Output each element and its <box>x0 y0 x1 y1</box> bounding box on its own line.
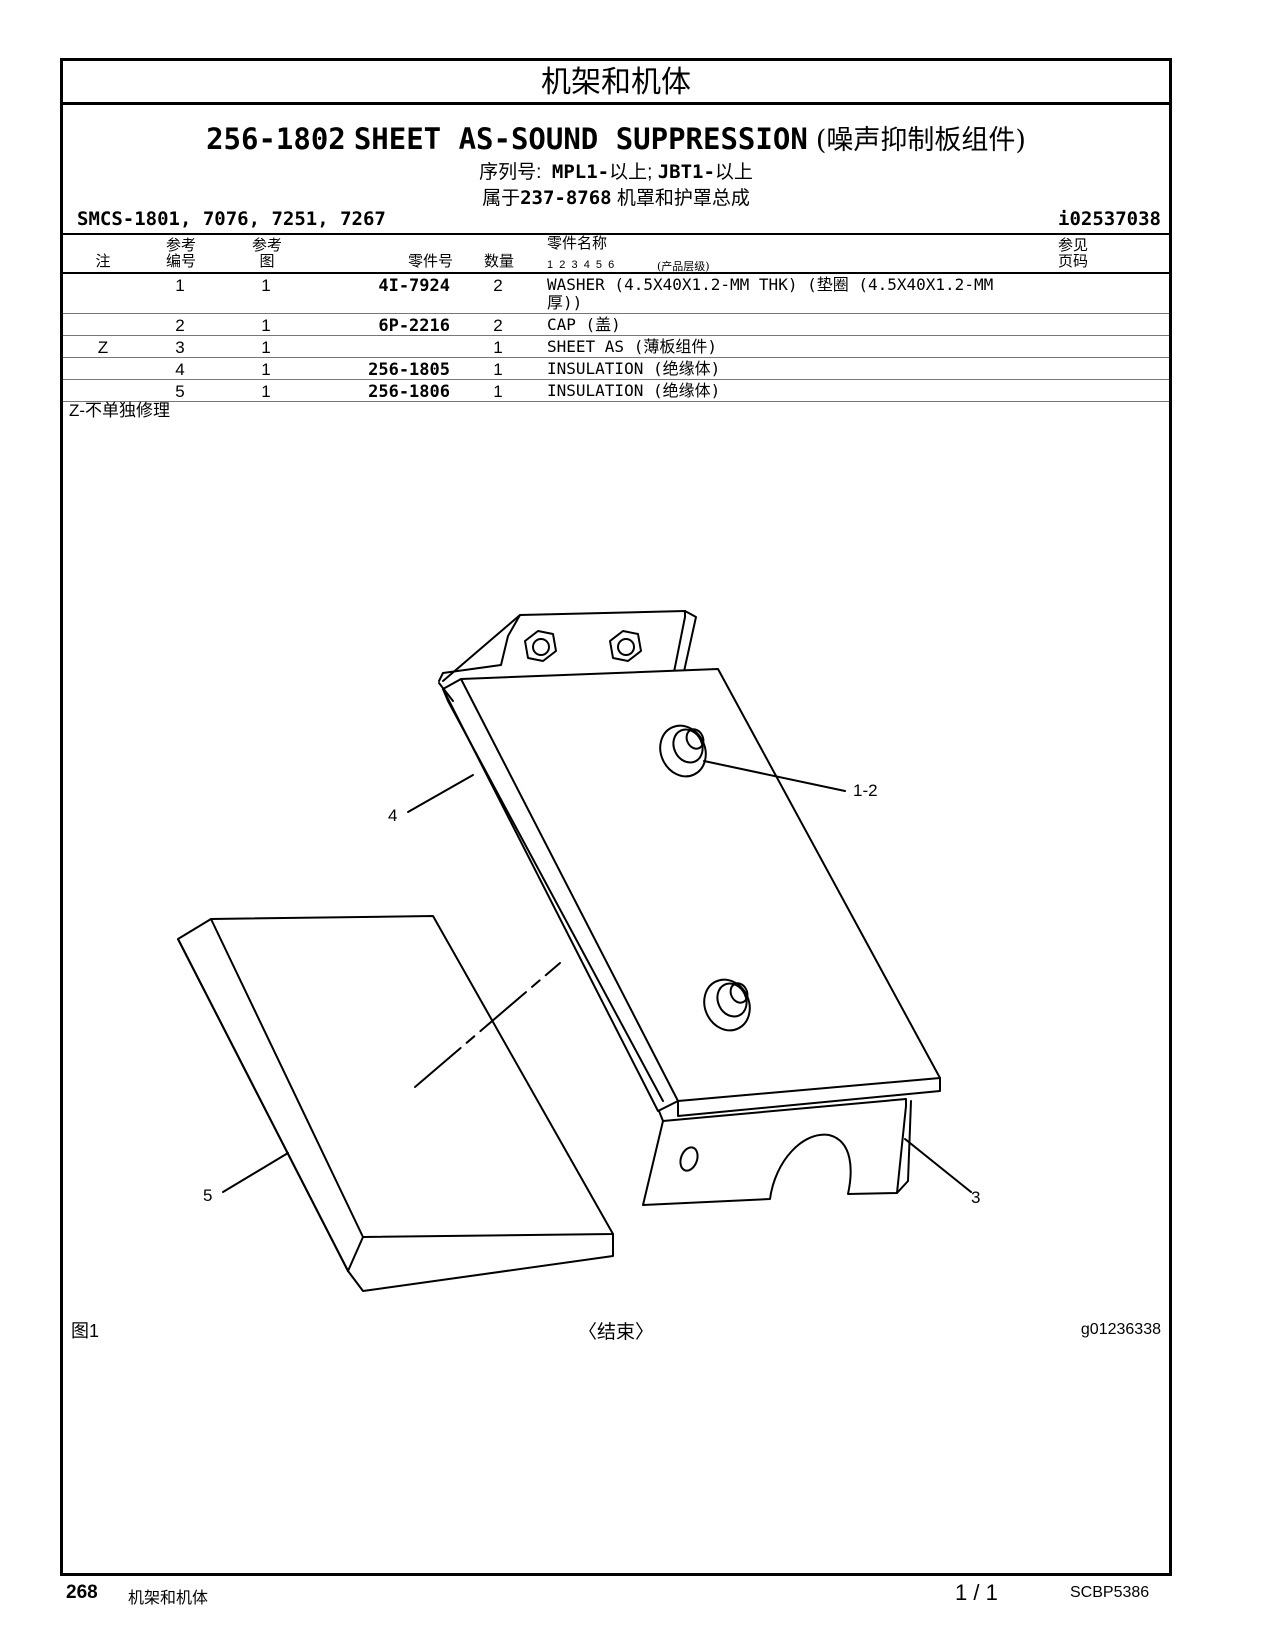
row-qty: 2 <box>493 316 503 335</box>
row-qty: 2 <box>493 276 503 295</box>
row-part-name-line2: 厚)) <box>547 293 583 312</box>
table-header-rule <box>63 272 1169 274</box>
parent-part-number: 237-8768 <box>520 187 612 209</box>
footer-doc-id: SCBP5386 <box>1070 1584 1150 1601</box>
serial-label: 序列号: <box>479 162 542 183</box>
table-top-rule <box>63 233 1169 235</box>
header-see-page-line2: 页码 <box>1057 252 1088 270</box>
header-ref-fig-line2: 图 <box>259 252 275 270</box>
row-ref: 3 <box>175 338 185 357</box>
header-ref-no-line2: 编号 <box>165 252 196 270</box>
serial-range-2: JBT1- <box>657 161 715 183</box>
row-fig: 1 <box>261 316 271 335</box>
sheet-as-part <box>438 610 941 1206</box>
graphic-id: g01236338 <box>1080 1321 1161 1338</box>
footnote: Z-不单独修理 <box>69 401 171 420</box>
title-part-number: 256-1802 <box>206 122 346 156</box>
serial-range: 序列号: MPL1-以上; JBT1-以上 <box>63 159 1169 186</box>
callout-5: 5 <box>203 1186 213 1205</box>
footer-page-count: 1 / 1 <box>955 1580 998 1605</box>
figure-label: 图1 <box>71 1321 100 1341</box>
callout-4: 4 <box>388 806 398 825</box>
footer-page-number: 268 <box>66 1582 98 1603</box>
header-levels: 1 2 3 4 5 6 <box>547 259 615 271</box>
leader-line-4 <box>407 774 474 813</box>
row-fig: 1 <box>261 382 271 401</box>
row-qty: 1 <box>493 382 503 401</box>
row-part-name: WASHER (4.5X40X1.2-MM THK) (垫圈 (4.5X40X1… <box>547 276 1017 312</box>
row-fig: 1 <box>261 276 271 295</box>
parent-name: 机罩和护罩总成 <box>616 188 750 209</box>
row-part-no: 256-1806 <box>368 382 450 402</box>
header-levels-note: (产品层级) <box>657 260 710 273</box>
parent-assembly: 属于237-8768 机罩和护罩总成 <box>63 185 1169 212</box>
title-name-en: SHEET AS-SOUND SUPPRESSION <box>353 122 808 156</box>
exploded-view-drawing <box>177 610 972 1292</box>
row-qty: 1 <box>493 338 503 357</box>
row-ref: 1 <box>175 276 185 295</box>
parent-prefix: 属于 <box>482 188 521 209</box>
serial-range-2-suffix: 以上 <box>714 162 753 183</box>
section-title: 机架和机体 <box>63 61 1169 105</box>
title-name-cn: (噪声抑制板组件) <box>815 125 1026 156</box>
header-note: 注 <box>95 252 111 270</box>
washer-cap-icon <box>703 978 751 1032</box>
nut-icon <box>609 630 642 662</box>
table-row: 1 1 4I-7924 2 WASHER (4.5X40X1.2-MM THK)… <box>63 274 1169 314</box>
leader-line-3 <box>904 1138 972 1193</box>
header-ref-no-line1: 参考 <box>165 236 196 254</box>
leader-line-1-2 <box>703 760 846 792</box>
header-part-name: 零件名称 <box>547 234 608 252</box>
header-qty: 数量 <box>483 252 514 270</box>
row-part-no: 4I-7924 <box>378 276 450 296</box>
row-part-no: 256-1805 <box>368 360 450 380</box>
serial-range-1: MPL1- <box>551 161 610 183</box>
row-fig: 1 <box>261 360 271 379</box>
row-part-no: 6P-2216 <box>378 316 450 336</box>
table-row: 4 1 256-1805 1 INSULATION (绝缘体) <box>63 358 1169 380</box>
row-part-name: INSULATION (绝缘体) <box>547 381 721 400</box>
end-mark: 〈结束〉 <box>577 1321 654 1343</box>
page-title: 256-1802 SHEET AS-SOUND SUPPRESSION (噪声抑… <box>63 121 1169 159</box>
nut-icon <box>524 630 557 662</box>
callout-1-2: 1-2 <box>853 781 878 800</box>
row-ref: 5 <box>175 382 185 401</box>
row-ref: 4 <box>175 360 185 379</box>
footer-section: 机架和机体 <box>128 1588 209 1607</box>
leader-line-5 <box>222 1152 289 1193</box>
insulation-5-part <box>177 915 614 1292</box>
smcs-codes: SMCS-1801, 7076, 7251, 7267 <box>77 208 386 230</box>
page-frame: 机架和机体 256-1802 SHEET AS-SOUND SUPPRESSIO… <box>60 58 1172 1576</box>
row-fig: 1 <box>261 338 271 357</box>
callout-3: 3 <box>971 1188 981 1207</box>
table-row: 2 1 6P-2216 2 CAP (盖) <box>63 314 1169 336</box>
row-part-name-line1: WASHER (4.5X40X1.2-MM THK) (垫圈 (4.5X40X1… <box>547 275 994 294</box>
row-qty: 1 <box>493 360 503 379</box>
row-part-name: CAP (盖) <box>547 315 621 334</box>
header-part-no: 零件号 <box>407 252 453 270</box>
washer-cap-icon <box>659 724 707 778</box>
header-see-page-line1: 参见 <box>1057 236 1088 254</box>
row-note: Z <box>97 338 109 357</box>
serial-range-1-suffix: 以上; <box>609 162 653 183</box>
table-row: 5 1 256-1806 1 INSULATION (绝缘体) <box>63 380 1169 402</box>
illustration-id: i02537038 <box>1058 208 1161 230</box>
header-ref-fig-line1: 参考 <box>251 236 282 254</box>
row-part-name: INSULATION (绝缘体) <box>547 359 721 378</box>
row-part-name: SHEET AS (薄板组件) <box>547 337 717 356</box>
row-ref: 2 <box>175 316 185 335</box>
table-row: Z 3 1 1 SHEET AS (薄板组件) <box>63 336 1169 358</box>
